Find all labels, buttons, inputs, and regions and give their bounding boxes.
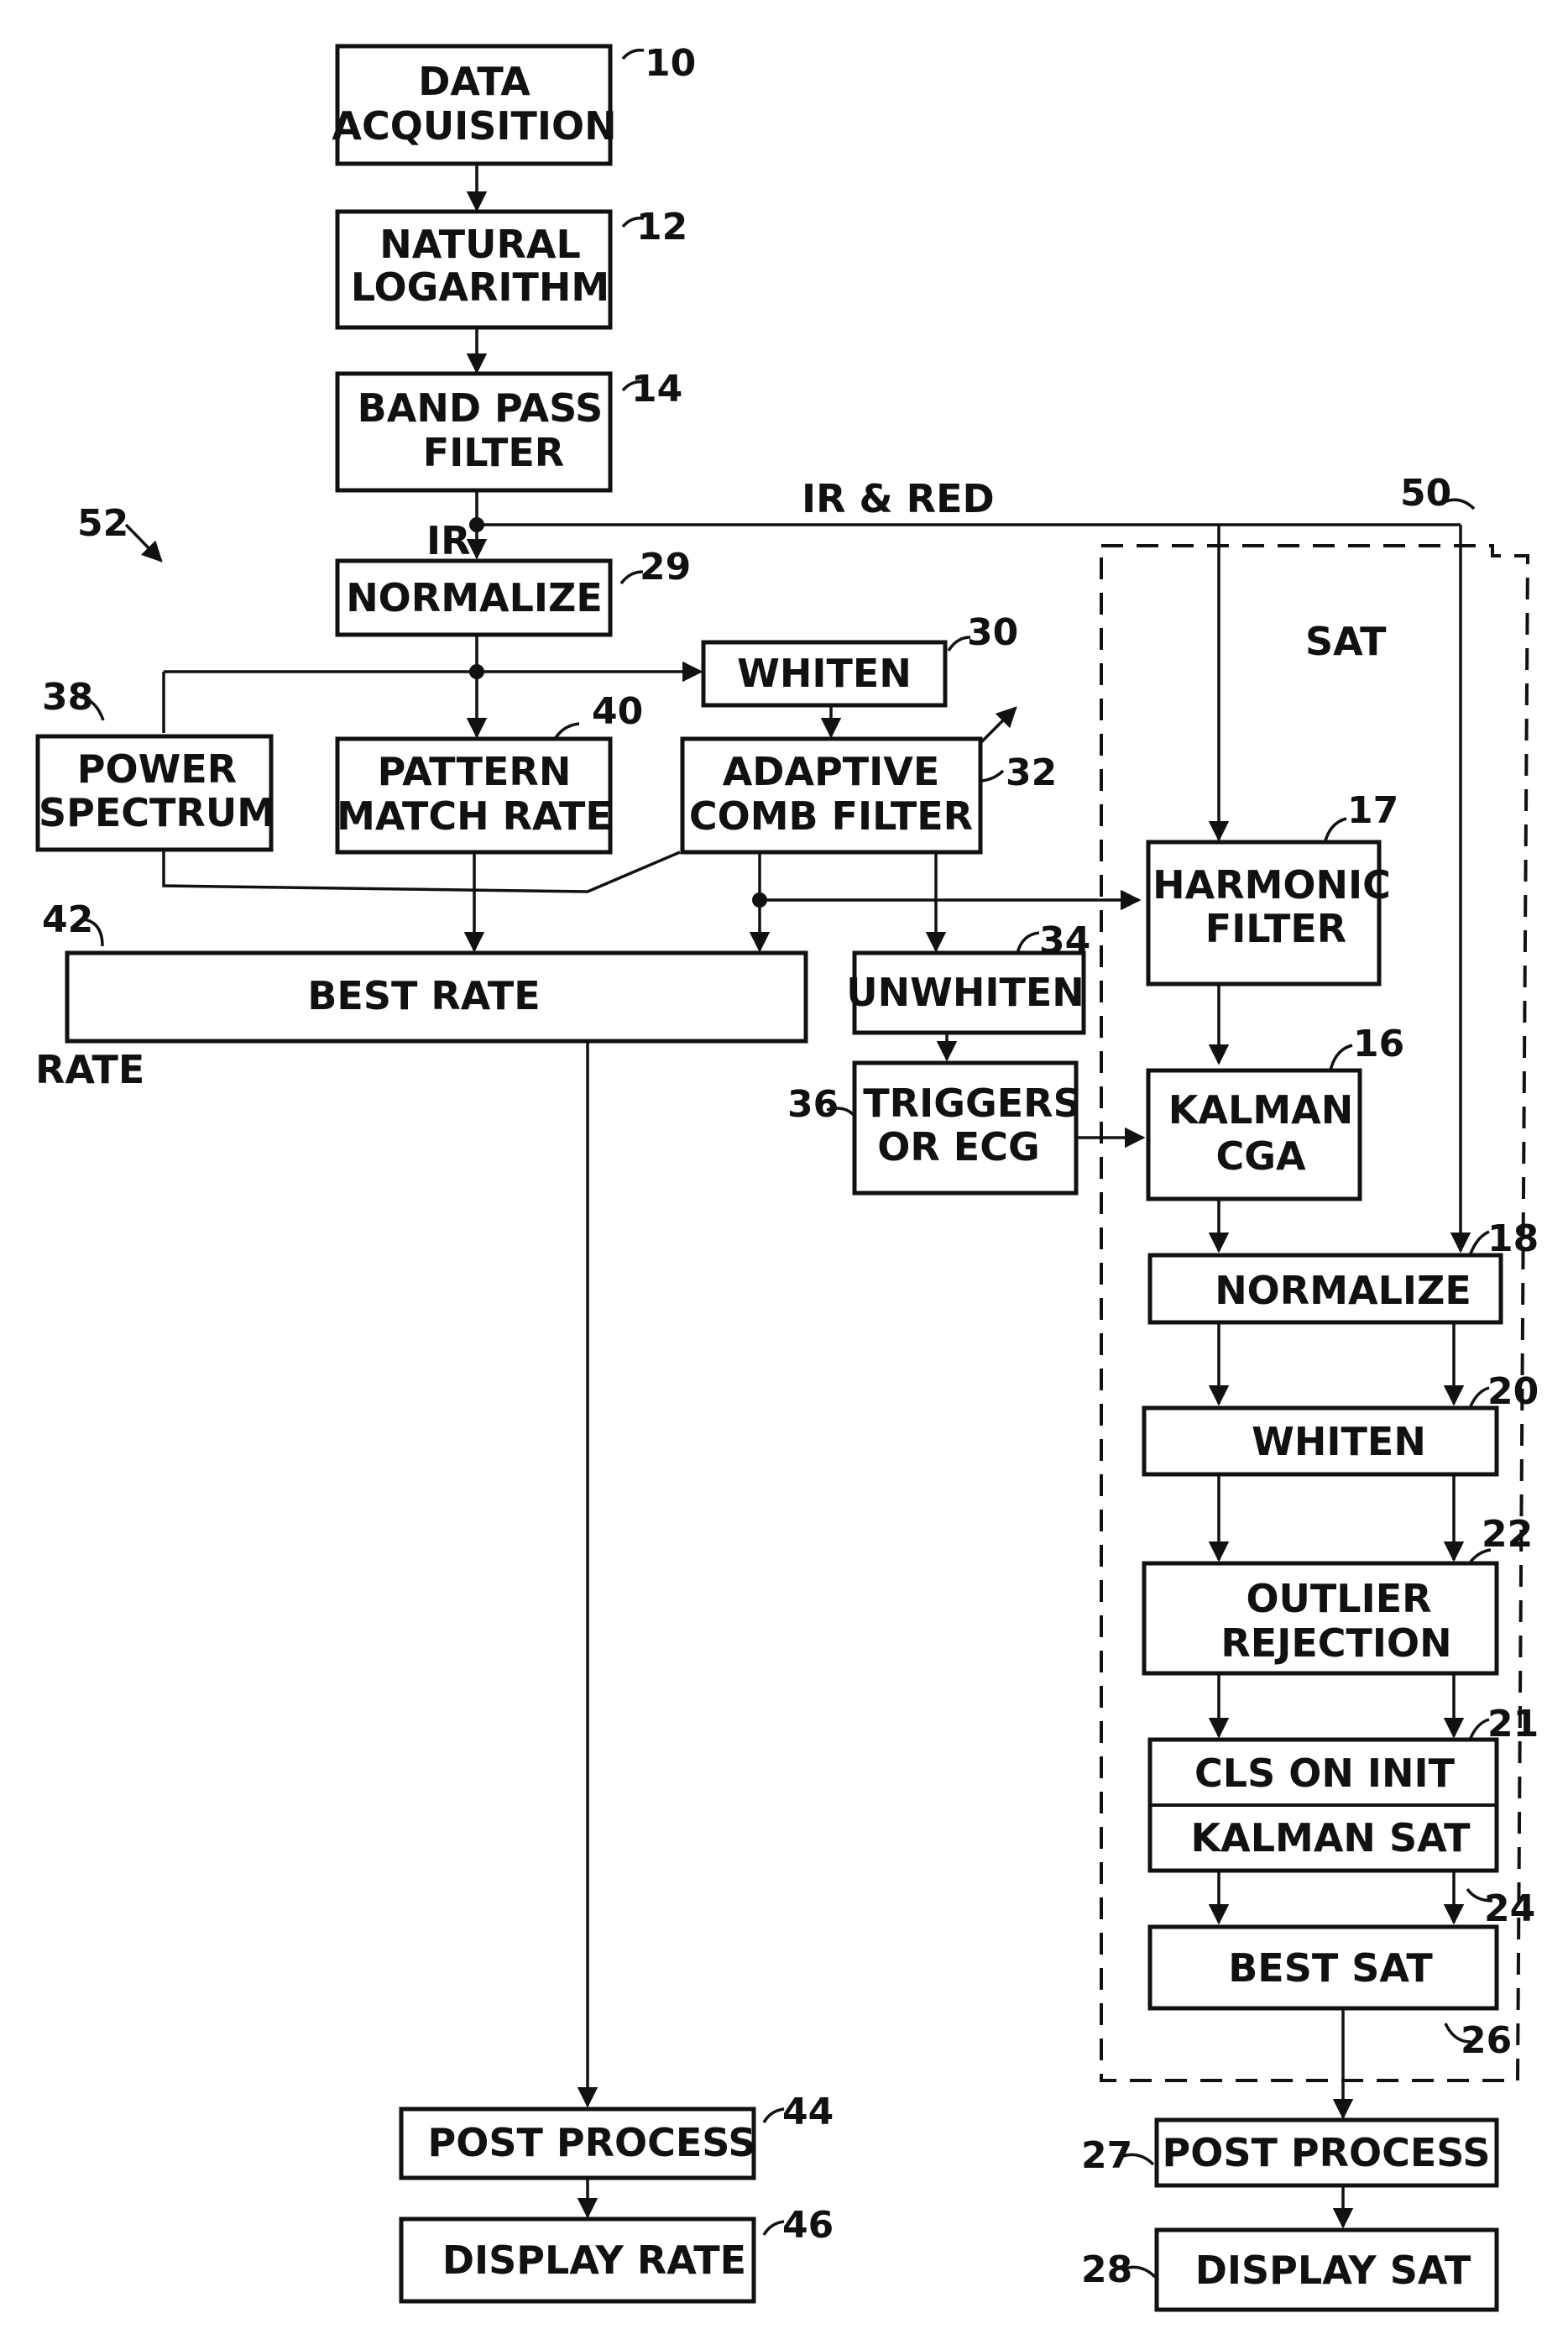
ref-40: 40 — [592, 690, 643, 733]
ref-44: 44 — [782, 2091, 834, 2133]
block-best-sat: BEST SAT — [1150, 1927, 1497, 2008]
harmonic-filter-line2: FILTER — [1205, 906, 1346, 951]
ir-and-red-label: IR & RED — [802, 476, 995, 521]
sat-label: SAT — [1305, 619, 1387, 664]
band-pass-filter-line1: BAND PASS — [358, 385, 604, 431]
ref-14: 14 — [631, 368, 682, 411]
block-harmonic-filter: HARMONIC FILTER — [1148, 842, 1391, 984]
ref-16: 16 — [1353, 1023, 1404, 1065]
ref-52: 52 — [77, 502, 128, 545]
kalman-cga-line1: KALMAN — [1168, 1087, 1353, 1133]
block-adaptive-comb-filter: ADAPTIVE COMB FILTER — [682, 739, 980, 852]
ref-21: 21 — [1487, 1703, 1539, 1745]
ref-22: 22 — [1482, 1513, 1533, 1556]
normalize-ir-label: NORMALIZE — [346, 575, 603, 620]
ref-34: 34 — [1039, 919, 1090, 962]
ref-30: 30 — [967, 611, 1018, 654]
block-kalman-cga: KALMAN CGA — [1148, 1070, 1360, 1199]
block-post-process-sat: POST PROCESS — [1157, 2120, 1497, 2185]
block-data-acquisition: DATA ACQUISITION — [332, 46, 616, 164]
ref-27: 27 — [1081, 2134, 1132, 2177]
normalize-18-label: NORMALIZE — [1215, 1268, 1471, 1313]
outlier-rejection-line2: REJECTION — [1220, 1620, 1451, 1666]
natural-logarithm-line2: LOGARITHM — [351, 264, 609, 310]
ref-36: 36 — [787, 1083, 839, 1126]
block-natural-logarithm: NATURAL LOGARITHM — [337, 212, 610, 327]
best-rate-label: BEST RATE — [307, 973, 540, 1018]
block-unwhiten: UNWHITEN — [846, 953, 1085, 1033]
ref-46: 46 — [782, 2204, 834, 2247]
band-pass-filter-line2: FILTER — [423, 430, 564, 475]
ref-26: 26 — [1461, 2019, 1512, 2062]
block-normalize-ir: NORMALIZE — [337, 561, 610, 635]
post-process-sat-label: POST PROCESS — [1163, 2130, 1491, 2175]
ir-label: IR — [426, 518, 471, 563]
display-sat-label: DISPLAY SAT — [1195, 2248, 1471, 2293]
whiten-30-label: WHITEN — [737, 651, 912, 696]
pattern-match-rate-line1: PATTERN — [378, 749, 572, 794]
cls-on-init-label: CLS ON INIT — [1194, 1751, 1456, 1796]
kalman-sat-label: KALMAN SAT — [1191, 1815, 1471, 1861]
ref-10: 10 — [645, 42, 696, 85]
triggers-line1: TRIGGERS — [863, 1081, 1080, 1126]
ref-12: 12 — [636, 206, 687, 249]
ref-29: 29 — [640, 546, 691, 589]
block-pattern-match-rate: PATTERN MATCH RATE — [337, 739, 612, 852]
power-spectrum-line2: SPECTRUM — [39, 790, 275, 835]
kalman-cga-line2: CGA — [1215, 1133, 1306, 1179]
ref-50: 50 — [1400, 472, 1451, 515]
pattern-match-rate-line2: MATCH RATE — [337, 793, 612, 839]
data-acquisition-line2: ACQUISITION — [332, 103, 616, 149]
ref-24: 24 — [1484, 1887, 1535, 1930]
block-outlier-rejection: OUTLIER REJECTION — [1144, 1563, 1497, 1673]
block-normalize-18: NORMALIZE — [1150, 1255, 1501, 1322]
whiten-20-label: WHITEN — [1252, 1419, 1426, 1464]
triggers-line2: OR ECG — [877, 1124, 1039, 1170]
unwhiten-label: UNWHITEN — [846, 970, 1085, 1015]
block-power-spectrum: POWER SPECTRUM — [38, 736, 275, 850]
ref-18: 18 — [1487, 1217, 1539, 1260]
block-display-rate: DISPLAY RATE — [401, 2219, 754, 2301]
rate-label: RATE — [35, 1047, 144, 1092]
ref-42: 42 — [42, 898, 93, 941]
adaptive-comb-filter-line1: ADAPTIVE — [723, 749, 940, 794]
block-post-process-rate: POST PROCESS — [401, 2109, 755, 2178]
ref-28: 28 — [1081, 2248, 1132, 2291]
block-display-sat: DISPLAY SAT — [1157, 2230, 1497, 2310]
display-rate-label: DISPLAY RATE — [442, 2237, 746, 2283]
adaptive-comb-filter-line2: COMB FILTER — [689, 793, 973, 839]
post-process-rate-label: POST PROCESS — [428, 2120, 756, 2165]
ref-17: 17 — [1347, 789, 1398, 832]
block-cls-kalman-sat: CLS ON INIT KALMAN SAT — [1150, 1740, 1497, 1871]
block-band-pass-filter: BAND PASS FILTER — [337, 374, 610, 490]
block-triggers-or-ecg: TRIGGERS OR ECG — [855, 1063, 1081, 1193]
natural-logarithm-line1: NATURAL — [379, 222, 581, 267]
ref-32: 32 — [1006, 751, 1057, 794]
ref-38: 38 — [42, 676, 93, 719]
data-acquisition-line1: DATA — [418, 59, 531, 104]
ref-20: 20 — [1487, 1370, 1539, 1413]
block-best-rate: BEST RATE — [67, 953, 806, 1041]
best-sat-label: BEST SAT — [1228, 1945, 1433, 1991]
outlier-rejection-line1: OUTLIER — [1246, 1576, 1431, 1621]
block-whiten-30: WHITEN — [703, 642, 945, 705]
harmonic-filter-line1: HARMONIC — [1152, 862, 1391, 908]
block-whiten-20: WHITEN — [1144, 1408, 1497, 1474]
power-spectrum-line1: POWER — [77, 746, 237, 792]
